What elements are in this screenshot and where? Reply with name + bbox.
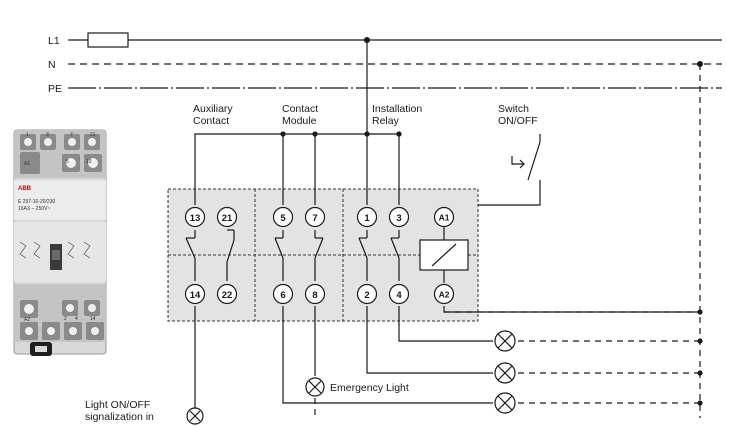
label-emergency-light: Emergency Light — [330, 382, 409, 394]
junction-c2 — [312, 131, 318, 137]
terminal-label: 14 — [190, 290, 201, 301]
terminal-21: 21 — [216, 206, 238, 228]
terminal-label: 8 — [312, 290, 317, 301]
terminal-6: 6 — [272, 283, 294, 305]
photo-top-number: 7 — [70, 132, 73, 138]
label-relay-line2: Relay — [372, 115, 400, 127]
photo-side-number: 13 — [86, 159, 92, 165]
photo-rating: 16AX – 250V~ — [18, 206, 50, 212]
terminal-1: 1 — [356, 206, 378, 228]
terminal-14: 14 — [184, 283, 206, 305]
terminal-label: 6 — [280, 290, 285, 301]
terminal-label: 21 — [222, 213, 233, 224]
terminal-label: A1 — [439, 213, 450, 223]
terminal-label: 5 — [280, 213, 286, 224]
line-label-n: N — [48, 59, 56, 71]
label-signalization-line1: Light ON/OFF — [85, 399, 150, 411]
terminal-a1: A1 — [433, 206, 455, 228]
label-switch-line1: Switch — [498, 103, 529, 115]
relay-coil-slash — [431, 243, 457, 267]
photo-brand-logo: ABB — [18, 186, 32, 192]
terminal-a2: A2 — [433, 283, 455, 305]
junction-n1 — [697, 309, 703, 315]
terminal-13: 13 — [184, 206, 206, 228]
terminal-2: 2 — [356, 283, 378, 305]
terminal-label: 1 — [364, 213, 370, 224]
line-label-pe: PE — [48, 83, 62, 95]
terminal-8: 8 — [304, 283, 326, 305]
terminal-label: 7 — [312, 213, 317, 224]
photo-side-number: A1 — [24, 161, 30, 167]
signal-lamp-icon — [186, 407, 204, 425]
photo-top-number: 21 — [90, 132, 96, 138]
photo-bottom-number: A2 — [24, 317, 30, 323]
photo-side-number: 5 — [66, 159, 69, 165]
terminal-3: 3 — [388, 206, 410, 228]
label-auxiliary-line2: Contact — [193, 115, 229, 127]
label-contact-line2: Module — [282, 115, 317, 127]
device-photo: 1 3 7 21 A1 5 13 ABB E 297-16-20/230 16A… — [13, 129, 107, 356]
junction-c4 — [396, 131, 402, 137]
neutral-returns — [314, 311, 700, 418]
label-auxiliary-line1: Auxiliary — [193, 103, 233, 115]
lamp-icon — [494, 330, 516, 352]
terminal-5: 5 — [272, 206, 294, 228]
photo-bottom-number: 2 — [64, 316, 67, 322]
terminal-label: A2 — [439, 290, 450, 300]
terminal-label: 3 — [396, 213, 401, 224]
terminal-label: 4 — [396, 290, 402, 301]
label-relay-line1: Installation — [372, 103, 422, 115]
photo-top-number: 1 — [26, 132, 29, 138]
junction-l1 — [364, 37, 370, 43]
fuse — [87, 32, 129, 48]
junction-n — [697, 61, 703, 67]
switch-symbol — [511, 141, 541, 196]
lamp-icon — [494, 362, 516, 384]
label-installation-relay: Installation Relay — [372, 103, 422, 127]
wiring — [185, 40, 700, 408]
emergency-lamp-icon — [305, 377, 325, 397]
photo-bottom-number: 4 — [75, 316, 78, 322]
junction-n4 — [697, 400, 703, 406]
photo-bottom-number: 14 — [90, 316, 96, 322]
lamp-icon — [494, 392, 516, 414]
photo-model: E 297-16-20/230 — [18, 199, 55, 205]
label-switch: Switch ON/OFF — [498, 103, 538, 127]
photo-top-number: 3 — [46, 132, 49, 138]
junction-n3 — [697, 370, 703, 376]
junction-c1 — [280, 131, 286, 137]
label-signalization-line2: signalization in — [85, 411, 154, 423]
terminal-4: 4 — [388, 283, 410, 305]
terminal-22: 22 — [216, 283, 238, 305]
terminal-label: 13 — [190, 213, 201, 224]
junction-n2 — [697, 338, 703, 344]
label-switch-line2: ON/OFF — [498, 115, 538, 127]
label-auxiliary-contact: Auxiliary Contact — [193, 103, 233, 127]
label-contact-line1: Contact — [282, 103, 318, 115]
terminal-label: 2 — [364, 290, 369, 301]
terminal-7: 7 — [304, 206, 326, 228]
line-label-l1: L1 — [48, 35, 60, 47]
terminal-label: 22 — [222, 290, 233, 301]
junction-c3 — [364, 131, 370, 137]
label-contact-module: Contact Module — [282, 103, 318, 127]
junctions — [280, 37, 703, 406]
